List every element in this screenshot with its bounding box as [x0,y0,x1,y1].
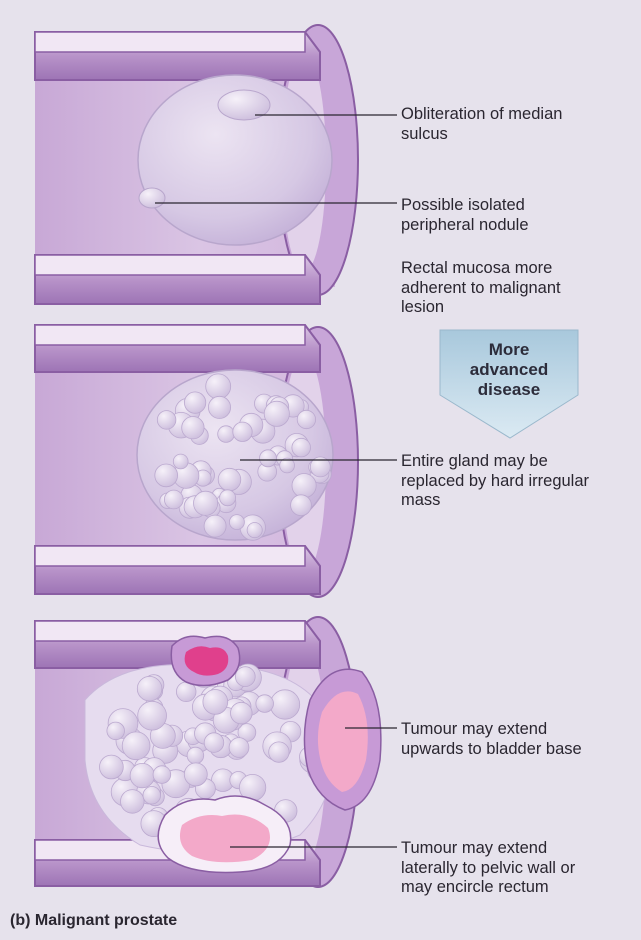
gland-nodule [229,738,249,758]
gland-nodule [143,787,161,805]
figure-caption: (b) Malignant prostate [10,912,177,930]
gland-nodule [269,742,289,762]
gland-nodule [256,695,274,713]
gland-nodule [100,755,124,779]
gland-nodule [218,468,241,491]
gland-nodule [297,410,315,428]
label-median-sulcus: Obliteration of median sulcus [401,105,562,144]
label-rectal-mucosa: Rectal mucosa more adherent to malignant… [401,259,561,318]
gland-nodule [157,411,176,430]
gland-nodule [187,747,204,764]
arrow-label: More advanced disease [448,340,570,400]
gland-nodule [270,690,299,719]
gland-nodule [204,733,224,753]
label-irregular-mass: Entire gland may be replaced by hard irr… [401,452,589,511]
label-bladder-base: Tumour may extend upwards to bladder bas… [401,720,582,759]
gland-nodule [153,766,171,784]
label-peripheral-nodule: Possible isolated peripheral nodule [401,196,529,235]
gland-nodule [260,450,277,467]
gland-nodule [235,667,255,687]
gland-nodule [173,454,188,469]
gland-nodule [130,763,154,787]
gland-nodule [247,523,262,538]
gland-nodule [220,490,236,506]
gland-nodule [231,702,253,724]
gland-nodule [194,491,218,515]
gland-nodule [107,722,125,740]
gland-nodule [291,495,312,516]
prostate-gland-early [138,75,332,245]
label-pelvic-wall: Tumour may extend laterally to pelvic wa… [401,839,575,898]
gland-nodule [164,490,183,509]
gland-nodule [292,474,316,498]
gland-nodule [184,763,207,786]
gland-nodule [292,438,311,457]
gland-nodule [184,392,205,413]
gland-nodule [182,417,204,439]
prostate-gland-irregular [137,370,333,540]
gland-nodule [208,396,230,418]
tumour-lateral [158,796,291,872]
gland-nodule [121,790,145,814]
gland-nodule [218,426,235,443]
gland-nodule [122,732,150,760]
gland-nodule [229,515,244,530]
gland-nodule [138,701,167,730]
gland-nodule [233,422,252,441]
gland-nodule [264,401,289,426]
tumour-upper-wall [171,636,239,685]
gland-nodule [203,690,228,715]
gland-nodule [204,515,226,537]
gland-nodule [137,676,162,701]
gland-nodule [206,374,231,399]
gland-nodule [155,464,178,487]
